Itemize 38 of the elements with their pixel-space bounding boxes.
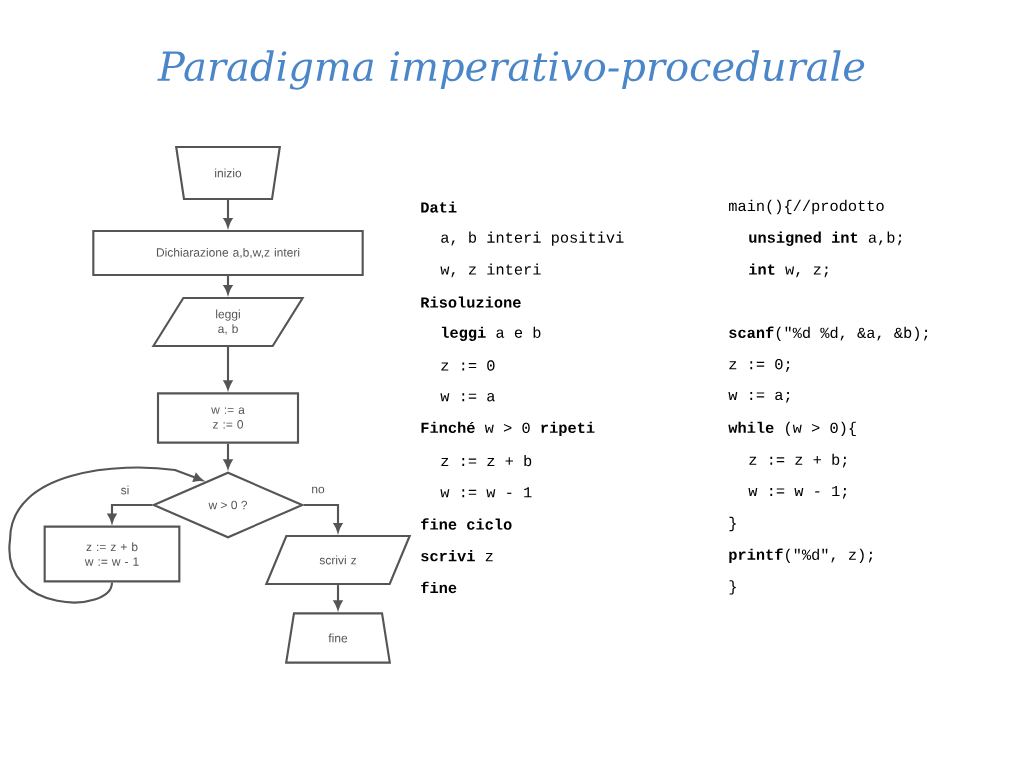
process-box: Dichiarazione a,b,w,z interi bbox=[92, 229, 364, 277]
code-line: z := z + b bbox=[441, 455, 532, 467]
code-line: Finché w > 0 ripeti bbox=[421, 421, 595, 437]
edge-label: no bbox=[310, 485, 326, 495]
code-line: } bbox=[729, 580, 736, 595]
code-line: z := 0 bbox=[441, 360, 495, 371]
code-line: } bbox=[729, 516, 736, 532]
arrow bbox=[223, 347, 233, 390]
code-line: printf("%d", z); bbox=[729, 548, 873, 563]
arrow bbox=[223, 443, 233, 469]
code-line: w := a; bbox=[728, 391, 790, 403]
code-line: w := w - 1 bbox=[440, 487, 532, 498]
code-line: w := a bbox=[440, 393, 495, 402]
process-box: w := a z := 0 bbox=[156, 392, 300, 444]
arrow bbox=[223, 200, 233, 228]
title: Paradigma imperativo-procedurale bbox=[157, 50, 865, 90]
arrow bbox=[107, 503, 153, 523]
code-line: fine ciclo bbox=[421, 518, 512, 530]
arrow bbox=[223, 276, 233, 295]
code-line: scanf("%d %d, &a, &b); bbox=[729, 326, 928, 342]
code-line: fine bbox=[421, 581, 457, 594]
arrow bbox=[303, 503, 343, 533]
code-line: w, z interi bbox=[440, 263, 541, 278]
code-line: a, b interi positivi bbox=[441, 231, 624, 246]
arrow bbox=[8, 466, 203, 604]
code-line: Risoluzione bbox=[421, 296, 521, 308]
code-line: w := w - 1; bbox=[748, 485, 847, 499]
code-line: z := z + b; bbox=[749, 453, 847, 468]
code-line: int w, z; bbox=[749, 263, 828, 278]
code-line: leggi a e b bbox=[441, 326, 541, 341]
code-line: Dati bbox=[421, 201, 457, 213]
code-line: z := 0; bbox=[729, 359, 790, 372]
code-line: main(){//prodotto bbox=[729, 199, 884, 215]
arrow bbox=[333, 585, 343, 610]
process-box: z := z + b w := w - 1 bbox=[43, 525, 181, 583]
edge-label: si bbox=[119, 484, 131, 496]
code-line: unsigned int a,b; bbox=[749, 231, 902, 246]
code-line: while (w > 0){ bbox=[728, 421, 856, 437]
